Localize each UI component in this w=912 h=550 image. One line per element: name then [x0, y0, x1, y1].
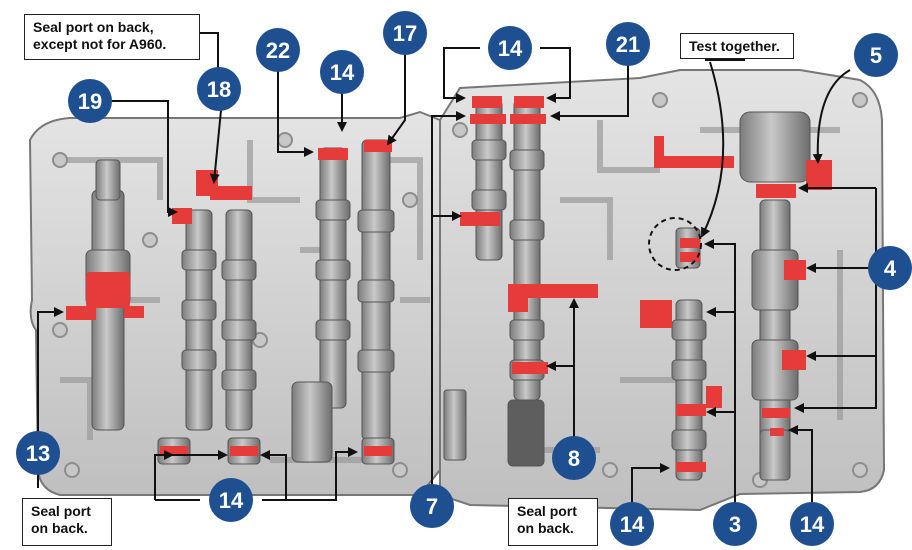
badge-14: 14	[488, 26, 532, 70]
badges: 19 18 22 14 17 14 21 5 4 13 14 7 8 14 3 …	[16, 11, 912, 546]
svg-text:7: 7	[426, 494, 438, 519]
svg-text:14: 14	[620, 512, 645, 537]
badge-14: 14	[320, 50, 364, 94]
svg-text:21: 21	[616, 32, 640, 57]
svg-text:14: 14	[219, 488, 244, 513]
callout-seal-port-except-a960: Seal port on back, except not for A960.	[24, 14, 200, 60]
badge-19: 19	[68, 79, 112, 123]
right-valve-body	[439, 69, 886, 512]
svg-text:8: 8	[568, 446, 580, 471]
dashed-circle-icon	[648, 217, 702, 271]
badge-17: 17	[383, 11, 427, 55]
svg-text:17: 17	[393, 21, 417, 46]
svg-text:4: 4	[884, 256, 897, 281]
svg-text:19: 19	[78, 89, 102, 114]
badge-18: 18	[197, 67, 241, 111]
callout-seal-port-on-back-mid: Seal port on back.	[508, 498, 598, 546]
svg-text:5: 5	[870, 43, 882, 68]
badge-4: 4	[868, 246, 912, 290]
svg-text:14: 14	[800, 512, 825, 537]
badge-22: 22	[256, 28, 300, 72]
svg-text:13: 13	[26, 441, 50, 466]
badge-14: 14	[209, 478, 253, 522]
badge-13: 13	[16, 431, 60, 475]
badge-7: 7	[410, 484, 454, 528]
svg-text:18: 18	[207, 77, 231, 102]
badge-21: 21	[606, 22, 650, 66]
callout-test-together: Test together.	[680, 33, 794, 59]
svg-text:14: 14	[498, 36, 523, 61]
leader-lines	[37, 32, 880, 510]
badge-14: 14	[610, 502, 654, 546]
svg-text:3: 3	[729, 512, 741, 537]
badge-14: 14	[790, 502, 834, 546]
svg-text:22: 22	[266, 38, 290, 63]
callout-seal-port-on-back-left: Seal port on back.	[22, 498, 112, 546]
left-valve-body	[28, 110, 441, 496]
svg-text:14: 14	[330, 60, 355, 85]
badge-5: 5	[854, 33, 898, 77]
badge-8: 8	[552, 436, 596, 480]
badge-3: 3	[713, 502, 757, 546]
